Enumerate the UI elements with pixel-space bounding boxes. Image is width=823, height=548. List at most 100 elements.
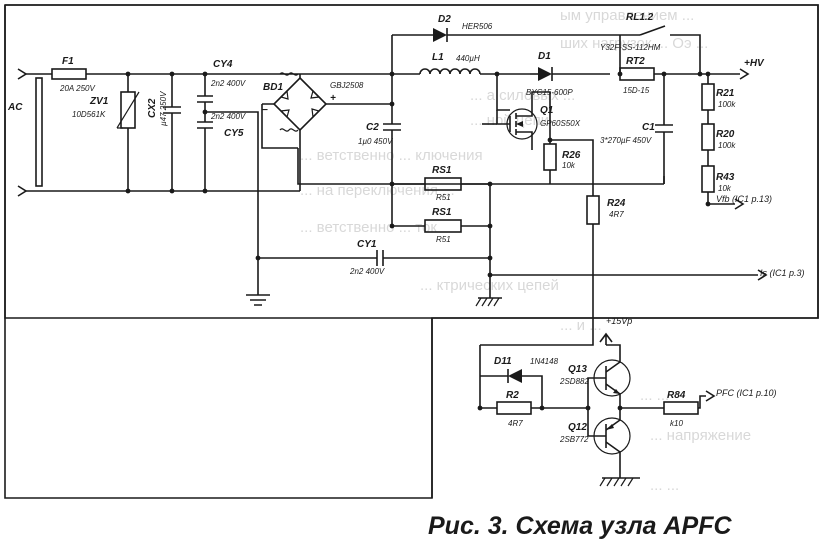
capacitor-CX2: CX2 µ47 250V: [147, 71, 181, 194]
ac-input: AC: [7, 68, 58, 197]
varistor-ZV1: ZV1 10D561K: [72, 71, 140, 194]
svg-text:CX2: CX2: [147, 98, 158, 118]
capacitors-CY4-CY5: CY4 2n2 400V 2n2 400V CY5: [197, 59, 259, 295]
svg-text:R51: R51: [436, 193, 451, 202]
power-ground-driver: [599, 477, 640, 487]
svg-text:L1: L1: [432, 52, 444, 63]
svg-text:15D-15: 15D-15: [623, 86, 650, 95]
svg-text:C2: C2: [366, 122, 379, 133]
svg-text:Is (IC1 p.3): Is (IC1 p.3): [760, 268, 805, 278]
svg-text:... ветственно ... ток: ... ветственно ... ток: [300, 219, 437, 236]
thermistor-RT2: RT2 15D-15: [619, 56, 740, 95]
svg-text:CY4: CY4: [213, 59, 233, 70]
svg-text:... ...: ... ...: [640, 387, 669, 404]
svg-text:10D561K: 10D561K: [72, 110, 106, 119]
svg-text:2SD882: 2SD882: [559, 377, 589, 386]
bleed-through-text: ым управлением ... ших нагрузок ... Оэ .…: [300, 7, 751, 494]
svg-text:4R7: 4R7: [508, 419, 523, 428]
svg-text:R43: R43: [716, 172, 735, 183]
svg-text:2SB772: 2SB772: [559, 435, 589, 444]
svg-text:PFC (IC1 p.10): PFC (IC1 p.10): [716, 388, 777, 398]
svg-text:Q1: Q1: [540, 105, 554, 116]
bridge-BD1: BD1 GBJ2508 − +: [261, 72, 392, 191]
svg-text:R24: R24: [607, 198, 626, 209]
svg-text:1µ0 450V: 1µ0 450V: [358, 137, 393, 146]
svg-text:2n2 400V: 2n2 400V: [210, 79, 246, 88]
svg-text:F1: F1: [62, 56, 74, 67]
svg-text:+HV: +HV: [744, 58, 765, 69]
svg-text:CY5: CY5: [224, 128, 244, 139]
svg-text:4R7: 4R7: [609, 210, 624, 219]
svg-text:Vfb (IC1 p.13): Vfb (IC1 p.13): [716, 194, 772, 204]
svg-text:+15Vp: +15Vp: [606, 316, 632, 326]
svg-text:1N4148: 1N4148: [530, 357, 559, 366]
svg-text:D2: D2: [438, 14, 451, 25]
hv-output: +HV: [739, 58, 765, 80]
svg-text:k10: k10: [670, 419, 683, 428]
diode-D1: D1 BYC15-600P: [526, 51, 610, 97]
schematic-frame: [4, 4, 819, 499]
capacitor-CY1: CY1 2n2 400V: [255, 239, 490, 276]
svg-text:R2: R2: [506, 390, 519, 401]
svg-text:D11: D11: [494, 356, 512, 367]
svg-text:GP60S50X: GP60S50X: [540, 119, 581, 128]
svg-text:440µH: 440µH: [456, 54, 480, 63]
svg-text:... на переключения ...: ... на переключения ...: [300, 182, 455, 199]
svg-text:C1: C1: [642, 122, 655, 133]
svg-text:2n2 400V: 2n2 400V: [210, 112, 246, 121]
svg-text:ших нагрузок ... Оэ ...: ших нагрузок ... Оэ ...: [560, 35, 708, 52]
svg-text:... напряжение: ... напряжение: [650, 427, 751, 444]
svg-text:... ...: ... ...: [650, 477, 679, 494]
resistor-R26: R26 10k: [543, 137, 581, 184]
svg-text:Q13: Q13: [568, 364, 587, 375]
svg-text:R84: R84: [667, 390, 686, 401]
svg-text:20A 250V: 20A 250V: [59, 84, 96, 93]
svg-text:CY1: CY1: [357, 239, 377, 250]
svg-text:RT2: RT2: [626, 56, 645, 67]
svg-text:R26: R26: [562, 150, 581, 161]
divider-R21-R20-R43: R21 100k R20 100k R43 10k Vfb (IC1 p.13): [701, 74, 772, 210]
capacitor-C2: C2 1µ0 450V: [358, 35, 401, 187]
svg-text:HER506: HER506: [462, 22, 493, 31]
resistor-R24: R24 4R7: [480, 139, 626, 346]
svg-text:... и ...: ... и ...: [560, 317, 602, 334]
svg-text:RL1.2: RL1.2: [626, 12, 654, 23]
chassis-ground-left: [246, 294, 270, 306]
diode-D2: D2 HER506: [392, 14, 620, 42]
svg-text:ым управлением ...: ым управлением ...: [560, 7, 694, 24]
svg-text:ZV1: ZV1: [89, 96, 109, 107]
svg-text:RS1: RS1: [432, 207, 452, 218]
resistor-R2: R2 4R7: [496, 390, 591, 428]
svg-text:RS1: RS1: [432, 165, 452, 176]
transistor-Q12: Q12 2SB772: [559, 405, 631, 478]
power-ground-center: [475, 297, 502, 307]
shunt-RS1: RS1 R51 RS1 R51: [389, 165, 493, 298]
vp-supply: +15Vp: [599, 316, 632, 345]
svg-text:R51: R51: [436, 235, 451, 244]
svg-text:100k: 100k: [718, 141, 736, 150]
svg-text:10k: 10k: [562, 161, 576, 170]
svg-text:GBJ2508: GBJ2508: [330, 81, 364, 90]
svg-text:2n2 400V: 2n2 400V: [349, 267, 385, 276]
svg-text:3*270µF 450V: 3*270µF 450V: [600, 136, 652, 145]
fuse-F1: F1 20A 250V: [51, 56, 392, 93]
svg-text:R21: R21: [716, 88, 735, 99]
negative-rail: [297, 148, 392, 185]
transistor-Q13: Q13 2SD882: [559, 344, 631, 408]
inductor-L1: L1 440µH: [392, 52, 530, 77]
ac-label: AC: [7, 102, 23, 113]
svg-text:D1: D1: [538, 51, 551, 62]
resistor-R84: R84 k10 PFC (IC1 p.10): [620, 388, 777, 428]
svg-text:100k: 100k: [718, 100, 736, 109]
schematic-frame-inner: [4, 4, 819, 498]
svg-text:Q12: Q12: [568, 422, 587, 433]
figure-caption: Рис. 3. Схема узла APFC: [428, 512, 732, 540]
svg-text:+: +: [330, 93, 336, 104]
svg-text:−: −: [262, 105, 268, 116]
mosfet-Q1: Q1 GP60S50X: [482, 74, 581, 150]
diode-D11: D11 1N4148: [477, 345, 559, 411]
return-rail: [392, 176, 665, 185]
is-output: Is (IC1 p.3): [490, 268, 805, 281]
